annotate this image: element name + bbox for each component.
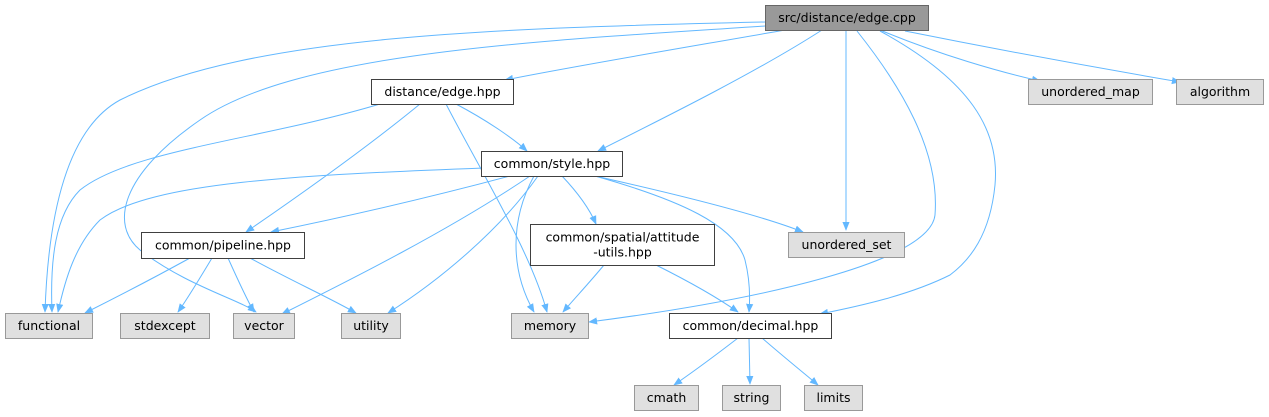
edge-decimal-to-limits (761, 337, 819, 386)
node-pipeline[interactable]: common/pipeline.hpp (141, 232, 305, 259)
edge-root-to-memory (588, 30, 936, 325)
node-edge-hpp[interactable]: distance/edge.hpp (371, 79, 514, 105)
node-cmath-box (634, 385, 699, 411)
node-limits-label: limits (816, 390, 850, 405)
node-attitude-label: -utils.hpp (593, 245, 652, 260)
edge-root-to-vector (124, 25, 766, 313)
node-vector[interactable]: vector (233, 313, 295, 339)
edge-style-to-functional (56, 167, 485, 313)
node-utility-box (341, 313, 401, 339)
node-unordered-map-box (1028, 79, 1153, 105)
edge-pipeline-to-utility (249, 257, 357, 314)
node-attitude-box (530, 224, 715, 266)
node-unordered-set-label: unordered_set (802, 237, 892, 252)
node-unordered-map-label: unordered_map (1041, 84, 1140, 99)
edge-decimal-to-cmath (673, 337, 739, 386)
node-functional[interactable]: functional (5, 313, 93, 339)
edge-root-to-unordered-map (879, 29, 1041, 83)
node-decimal-label: common/decimal.hpp (683, 318, 819, 333)
node-stdexcept-box (120, 313, 210, 339)
edge-decimal-to-string (746, 337, 754, 385)
node-stdexcept-label: stdexcept (134, 318, 195, 333)
node-style-label: common/style.hpp (494, 156, 610, 171)
node-utility-label: utility (353, 318, 389, 333)
node-string-label: string (734, 390, 770, 405)
node-utility[interactable]: utility (341, 313, 401, 339)
node-pipeline-label: common/pipeline.hpp (155, 238, 291, 253)
edge-pipeline-to-functional (84, 257, 191, 314)
node-functional-box (5, 313, 93, 339)
edge-style-to-decimal (594, 175, 754, 313)
node-unordered-set[interactable]: unordered_set (788, 232, 905, 258)
node-decimal[interactable]: common/decimal.hpp (669, 313, 832, 339)
edge-pipeline-to-vector (227, 257, 255, 313)
node-attitude-label: common/spatial/attitude (546, 230, 700, 245)
node-memory[interactable]: memory (511, 313, 589, 339)
node-root[interactable]: src/distance/edge.cpp (765, 5, 929, 31)
node-cmath[interactable]: cmath (634, 385, 699, 411)
edge-edge-hpp-to-functional (48, 103, 381, 313)
edge-root-to-style (597, 29, 823, 152)
node-unordered-map[interactable]: unordered_map (1028, 79, 1153, 105)
node-root-box (765, 5, 929, 31)
node-unordered-set-box (788, 232, 905, 258)
node-root-label: src/distance/edge.cpp (778, 10, 916, 25)
dependency-edges (41, 21, 1181, 386)
node-algorithm[interactable]: algorithm (1176, 79, 1264, 105)
node-algorithm-box (1176, 79, 1264, 105)
edge-style-to-pipeline (270, 175, 511, 234)
node-attitude[interactable]: common/spatial/attitude-utils.hpp (530, 224, 715, 266)
node-vector-box (233, 313, 295, 339)
edge-edge-hpp-to-style (455, 103, 528, 152)
node-string[interactable]: string (722, 385, 781, 411)
dependency-nodes: src/distance/edge.cpp distance/edge.hpp co… (5, 5, 1264, 411)
node-functional-label: functional (18, 318, 80, 333)
edge-root-to-algorithm (904, 30, 1181, 85)
node-stdexcept[interactable]: stdexcept (120, 313, 210, 339)
edge-style-to-vector (281, 175, 531, 315)
node-algorithm-label: algorithm (1190, 84, 1250, 99)
edge-style-to-unordered-set (594, 175, 804, 233)
node-edge-hpp-box (371, 79, 514, 105)
node-memory-label: memory (524, 318, 577, 333)
edge-attitude-to-memory (562, 264, 605, 313)
node-decimal-box (669, 313, 832, 339)
edge-attitude-to-decimal (655, 264, 739, 313)
node-edge-hpp-label: distance/edge.hpp (384, 84, 500, 99)
edge-style-to-utility (387, 175, 539, 314)
node-memory-box (511, 313, 589, 339)
node-style-box (481, 151, 623, 177)
edge-edge-hpp-to-pipeline (245, 103, 421, 233)
node-string-box (722, 385, 781, 411)
edge-pipeline-to-stdexcept (177, 257, 213, 313)
edge-root-to-functional (41, 21, 766, 313)
node-limits[interactable]: limits (804, 385, 863, 411)
edge-style-to-attitude (561, 175, 597, 225)
node-cmath-label: cmath (647, 390, 687, 405)
edge-edge-hpp-to-memory (445, 103, 549, 313)
node-vector-label: vector (244, 318, 285, 333)
node-style[interactable]: common/style.hpp (481, 151, 623, 177)
edge-root-to-decimal (819, 30, 997, 316)
edge-style-to-memory (515, 175, 535, 313)
edge-root-to-edge-hpp (504, 29, 786, 82)
node-pipeline-box (141, 232, 305, 259)
node-limits-box (804, 385, 863, 411)
